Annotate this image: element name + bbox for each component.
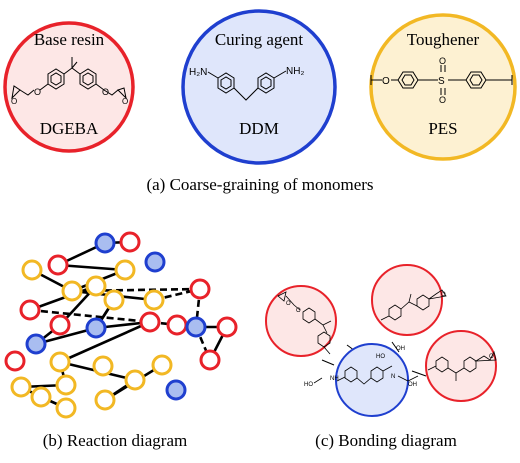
reaction-node-pes-26 [124, 369, 146, 391]
reaction-node-pes-29 [30, 386, 52, 408]
caption-a: (a) Coarse-graining of monomers [146, 175, 373, 194]
bonding-amine-nh: NH [330, 376, 339, 382]
dgeba-monomer-circle: Base resin DGEBA [3, 21, 135, 153]
dgeba-abbreviation: DGEBA [40, 119, 99, 138]
pes-ether-oxygen: O [382, 76, 390, 87]
caption-b: (b) Reaction diagram [43, 431, 187, 450]
reaction-bond-19 [59, 320, 151, 364]
bonding-amine-n: N [391, 374, 395, 380]
reaction-node-pes-5 [61, 280, 83, 302]
reaction-node-dgeba-19 [4, 350, 26, 372]
bonding-hydroxyl-1: OH [396, 346, 405, 352]
panel-c: O O O O NH N OH HO HO OH (c) Bonding dia… [265, 264, 497, 450]
ddm-amine-left: H₂N [189, 67, 207, 78]
reaction-node-ddm-13 [85, 317, 107, 339]
reaction-bond-6 [29, 284, 97, 312]
reaction-node-pes-4 [114, 259, 136, 281]
reaction-node-dgeba-12 [49, 314, 71, 336]
reaction-node-dgeba-15 [166, 314, 188, 336]
bonding-hydroxyl-3: HO [304, 382, 313, 388]
reaction-node-pes-24 [10, 376, 32, 398]
bonding-dgeba-bead-1 [265, 285, 337, 357]
reaction-node-pes-7 [85, 275, 107, 297]
pes-role-label: Toughener [407, 30, 480, 49]
panel-b: (b) Reaction diagram [4, 231, 238, 450]
bonding-hydroxyl-2: HO [376, 354, 385, 360]
bonding-ether-oxygen-1: O [296, 308, 301, 314]
reaction-node-dgeba-14 [139, 311, 161, 333]
ddm-role-label: Curing agent [215, 30, 304, 49]
pes-monomer-circle: Toughener PES O S O O [369, 13, 517, 161]
pes-circle-outline [369, 13, 517, 161]
bonding-ether-oxygen-2: O [441, 292, 446, 298]
pes-sulfone-oxygen-top: O [439, 56, 446, 66]
caption-c: (c) Bonding diagram [315, 431, 457, 450]
pes-sulfur: S [438, 76, 445, 87]
ddm-monomer-circle: Curing agent DDM H₂N NH₂ [181, 9, 337, 165]
reaction-node-dgeba-10 [19, 299, 41, 321]
reaction-node-ddm-1 [94, 232, 116, 254]
reaction-node-dgeba-0 [119, 231, 141, 253]
pes-abbreviation: PES [428, 119, 457, 138]
dgeba-role-label: Base resin [34, 30, 105, 49]
panel-a: Base resin DGEBA [3, 9, 517, 194]
reaction-node-pes-11 [103, 289, 125, 311]
reaction-node-pes-21 [92, 355, 114, 377]
reaction-bond-10 [29, 308, 151, 324]
dgeba-structure-icon [11, 57, 127, 100]
reaction-node-pes-9 [143, 289, 165, 311]
bonding-ether-oxygen-3: O [489, 354, 494, 360]
bonding-dgeba-bead-3 [425, 330, 497, 402]
ddm-abbreviation: DDM [239, 119, 279, 138]
pes-structure-icon [370, 65, 513, 95]
reaction-node-pes-20 [49, 351, 71, 373]
ddm-structure-icon [207, 70, 287, 101]
reaction-node-dgeba-3 [47, 254, 69, 276]
reaction-node-ddm-30 [165, 379, 187, 401]
bonding-molecular-sketch-icon [277, 289, 497, 385]
reaction-node-pes-28 [55, 397, 77, 419]
reaction-node-pes-27 [94, 389, 116, 411]
pes-sulfone-oxygen-bottom: O [439, 95, 446, 105]
reaction-node-ddm-8 [144, 251, 166, 273]
reaction-nodes [4, 231, 238, 419]
reaction-node-dgeba-18 [216, 316, 238, 338]
reaction-node-pes-23 [151, 354, 173, 376]
bonding-ddm-bead [335, 343, 409, 417]
dgeba-epoxide-oxygen-right: O [122, 97, 128, 106]
reaction-node-ddm-17 [25, 333, 47, 355]
reaction-node-ddm-16 [185, 316, 207, 338]
reaction-node-pes-2 [21, 259, 43, 281]
reaction-bond-2 [57, 263, 126, 272]
bonding-epoxide-oxygen-1: O [286, 301, 291, 307]
dgeba-epoxide-oxygen-left: O [11, 97, 17, 106]
reaction-node-pes-25 [55, 374, 77, 396]
ddm-circle-outline [181, 9, 337, 165]
dgeba-oxygen-right: O [102, 87, 109, 97]
ddm-amine-right: NH₂ [286, 66, 304, 77]
dgeba-circle-outline [3, 21, 135, 153]
reaction-node-dgeba-6 [189, 278, 211, 300]
bonding-dgeba-bead-2 [371, 264, 443, 336]
bonding-hydroxyl-4: OH [408, 382, 417, 388]
reaction-node-dgeba-22 [199, 349, 221, 371]
dgeba-oxygen-left: O [34, 87, 41, 97]
